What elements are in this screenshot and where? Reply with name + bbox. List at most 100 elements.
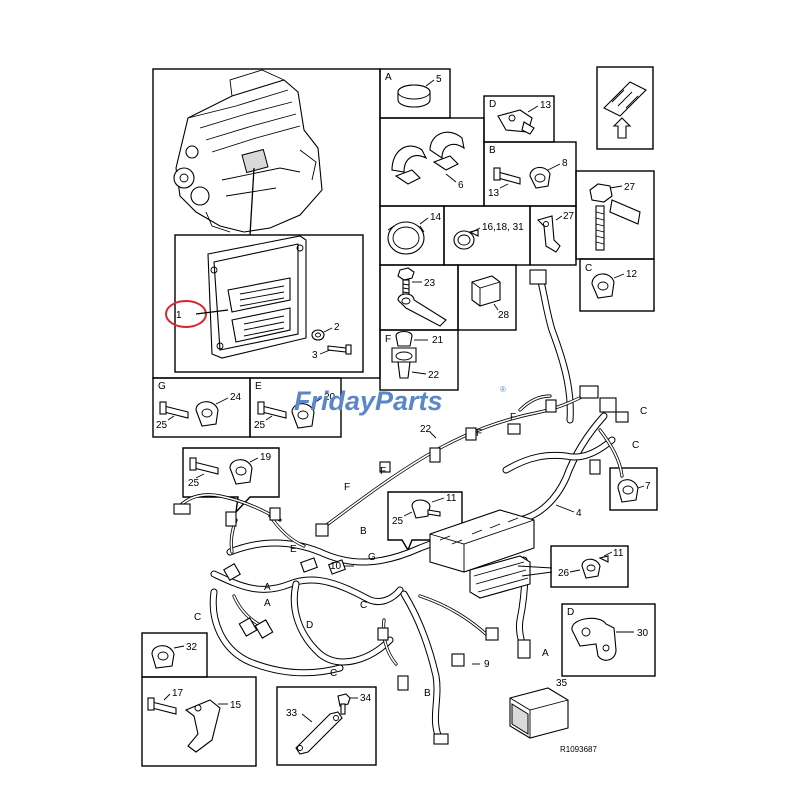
callout-25b: 25 (254, 420, 266, 431)
callout-8: 8 (562, 158, 568, 169)
grease-box-icon: 35 (509, 678, 569, 739)
orientation-arrow-icon (596, 66, 654, 150)
detail-letter-e: E (255, 381, 262, 392)
harness-letter-b2: B (424, 688, 431, 699)
harness-letter-a2: A (264, 598, 271, 609)
detail-letter-d-bottom: D (567, 607, 574, 618)
callout-25c: 25 (188, 478, 200, 489)
callout-30: 30 (637, 628, 649, 639)
callout-1: 1 (176, 310, 182, 321)
callout-24: 24 (230, 392, 242, 403)
detail-clamp-26: 11 26 (550, 545, 629, 588)
callout-14: 14 (430, 212, 442, 223)
detail-f-sensor: F 21 22 (379, 329, 459, 391)
engine-ecu-panel: 1 2 3 (152, 68, 381, 379)
harness-letter-a3: A (542, 648, 549, 659)
callout-28: 28 (498, 310, 510, 321)
callout-27a: 27 (624, 182, 636, 193)
detail-a-cap: A 5 (379, 68, 451, 119)
callout-23: 23 (424, 278, 436, 289)
detail-c-clamp: C 12 (579, 258, 655, 312)
detail-e-clamp: E 20 25 (249, 377, 342, 438)
detail-b-clamp: B 8 13 (483, 141, 577, 207)
detail-stud: 27 (575, 170, 655, 260)
detail-clamp-pair: 6 (379, 117, 485, 207)
callout-10: 10 (330, 561, 342, 572)
watermark-logo: FridayParts ® (294, 385, 506, 416)
engine-icon (173, 69, 323, 233)
callout-34: 34 (360, 693, 372, 704)
callout-33: 33 (286, 708, 298, 719)
detail-d-bracket: D 13 (483, 95, 555, 143)
callout-12: 12 (626, 269, 638, 280)
harness-letter-f1: F (380, 466, 386, 477)
harness-letter-g: G (368, 552, 376, 563)
harness-letter-a1: A (264, 582, 271, 593)
callout-5: 5 (436, 74, 442, 85)
harness-letter-b1: B (360, 526, 367, 537)
watermark-registered: ® (500, 385, 506, 394)
callout-25d: 25 (392, 516, 404, 527)
detail-letter-b: B (489, 145, 496, 156)
callout-21: 21 (432, 335, 444, 346)
reference-code: R1093687 (560, 745, 597, 754)
callout-15: 15 (230, 700, 242, 711)
harness-letter-f4: F (510, 412, 516, 423)
callout-13a: 13 (540, 100, 552, 111)
detail-letter-d-top: D (489, 99, 496, 110)
detail-hose-clamp: 16,18, 31 (443, 205, 531, 266)
watermark-text: FridayParts (294, 386, 443, 416)
callout-20: 20 (324, 392, 336, 403)
harness-letters: A A A B B C C C C C D E F F F F G (194, 406, 647, 699)
harness-letter-c2: C (330, 668, 337, 679)
detail-letter-f: F (385, 334, 391, 345)
callout-16-18-31: 16,18, 31 (482, 222, 524, 233)
harness-leaders: 4 10 9 22 (330, 424, 582, 670)
callout-11b: 11 (613, 548, 624, 559)
detail-l-bracket: 27 (529, 205, 577, 266)
clamp-icon (591, 273, 615, 299)
callout-4: 4 (576, 508, 582, 519)
callout-17: 17 (172, 688, 184, 699)
harness-letter-f3: F (476, 428, 482, 439)
ecu-icon (207, 235, 307, 359)
callout-19: 19 (260, 452, 272, 463)
detail-clamp-19: 19 25 (182, 447, 280, 515)
callout-3: 3 (312, 350, 318, 361)
callout-22a: 22 (428, 370, 440, 381)
detail-clamp-7: 7 (609, 467, 658, 511)
callout-2: 2 (334, 322, 340, 333)
detail-ring: 14 (379, 205, 445, 266)
bolt-icon (327, 344, 352, 355)
callout-25a: 25 (156, 420, 168, 431)
harness-letter-c4: C (632, 440, 639, 451)
callout-26: 26 (558, 568, 570, 579)
harness-letter-d: D (306, 620, 313, 631)
detail-letter-g: G (158, 381, 166, 392)
detail-g-clamp: G 24 25 (152, 377, 251, 438)
callout-27b: 27 (563, 211, 575, 222)
callout-32: 32 (186, 642, 198, 653)
detail-d-bracket-30: D 30 (561, 603, 656, 677)
callout-11a: 11 (446, 493, 457, 504)
callout-22b: 22 (420, 424, 432, 435)
detail-bracket-15: 17 15 (141, 676, 257, 767)
harness-icon (173, 269, 629, 745)
callout-9: 9 (484, 659, 490, 670)
detail-letter-c-right: C (585, 263, 592, 274)
callout-35: 35 (556, 678, 568, 689)
callout-13b: 13 (488, 188, 500, 199)
detail-clamp-11: 11 25 (387, 491, 463, 552)
callout-6: 6 (458, 180, 464, 191)
detail-letter-a: A (385, 72, 392, 83)
callout-7: 7 (645, 481, 651, 492)
detail-clamp-32: 32 (141, 632, 208, 678)
harness-letter-f2: F (344, 482, 350, 493)
harness-letter-c1: C (194, 612, 201, 623)
detail-connector-28: 28 (457, 264, 517, 331)
detail-ring-terminal: 23 (379, 264, 459, 331)
harness-letter-e: E (290, 544, 297, 555)
detail-strap-33: 34 33 (276, 686, 377, 766)
